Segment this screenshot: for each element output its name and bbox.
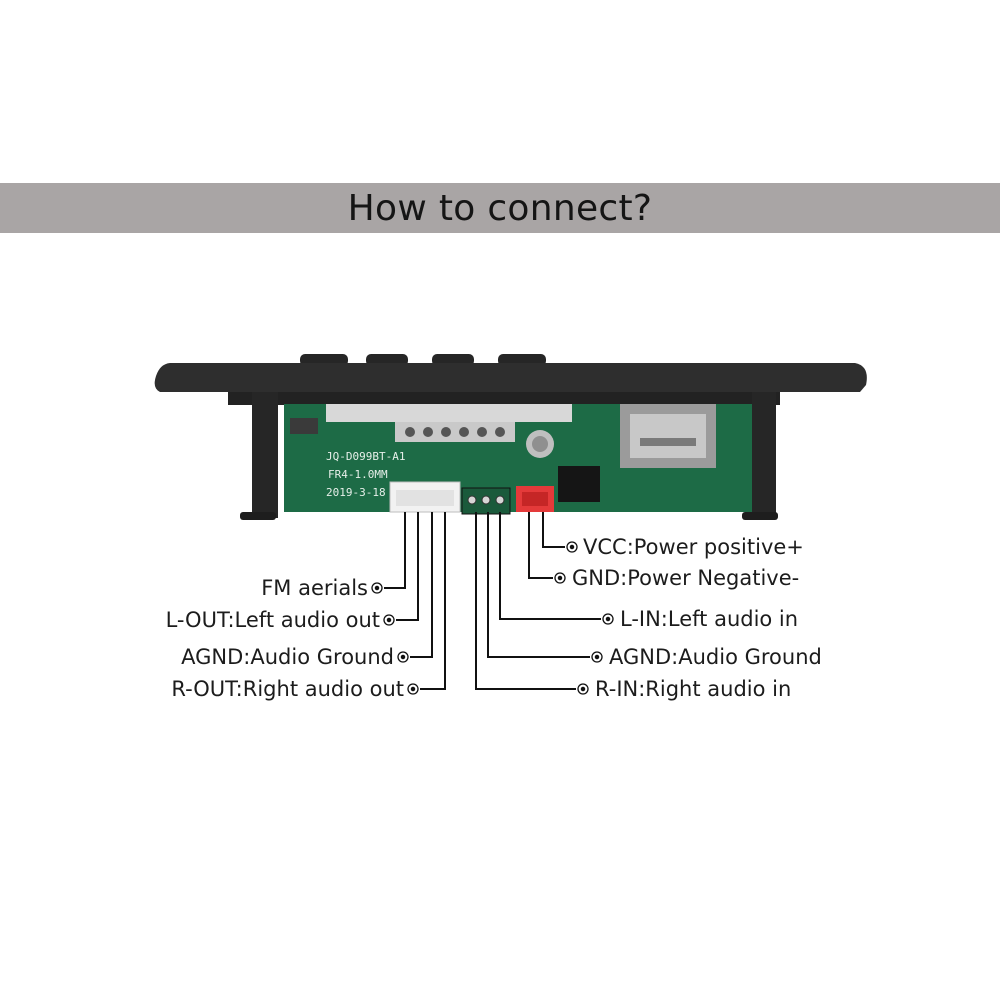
label-l-in: L-IN:Left audio in bbox=[620, 607, 799, 631]
label-gnd: GND:Power Negative- bbox=[572, 566, 800, 590]
board-spec: FR4-1.0MM bbox=[328, 468, 388, 481]
pcb: JQ-D099BT-A1 FR4-1.0MM 2019-3-18 bbox=[284, 404, 752, 515]
enclosure bbox=[154, 354, 867, 520]
title-banner: How to connect? bbox=[0, 183, 1000, 233]
label-r-out: R-OUT:Right audio out bbox=[171, 677, 404, 701]
right-leader-lines bbox=[475, 512, 601, 690]
label-agnd-out: AGND:Audio Ground bbox=[181, 645, 394, 669]
left-endpoints bbox=[371, 582, 419, 695]
page-title: How to connect? bbox=[347, 187, 653, 229]
left-leader-lines bbox=[384, 512, 446, 690]
label-l-out: L-OUT:Left audio out bbox=[165, 608, 380, 632]
board-model: JQ-D099BT-A1 bbox=[326, 450, 405, 463]
label-vcc: VCC:Power positive+ bbox=[583, 535, 804, 559]
right-endpoints bbox=[554, 541, 614, 695]
label-agnd-in: AGND:Audio Ground bbox=[609, 645, 822, 669]
label-r-in: R-IN:Right audio in bbox=[595, 677, 792, 701]
board-date: 2019-3-18 bbox=[326, 486, 386, 499]
label-fm-aerials: FM aerials bbox=[261, 576, 368, 600]
